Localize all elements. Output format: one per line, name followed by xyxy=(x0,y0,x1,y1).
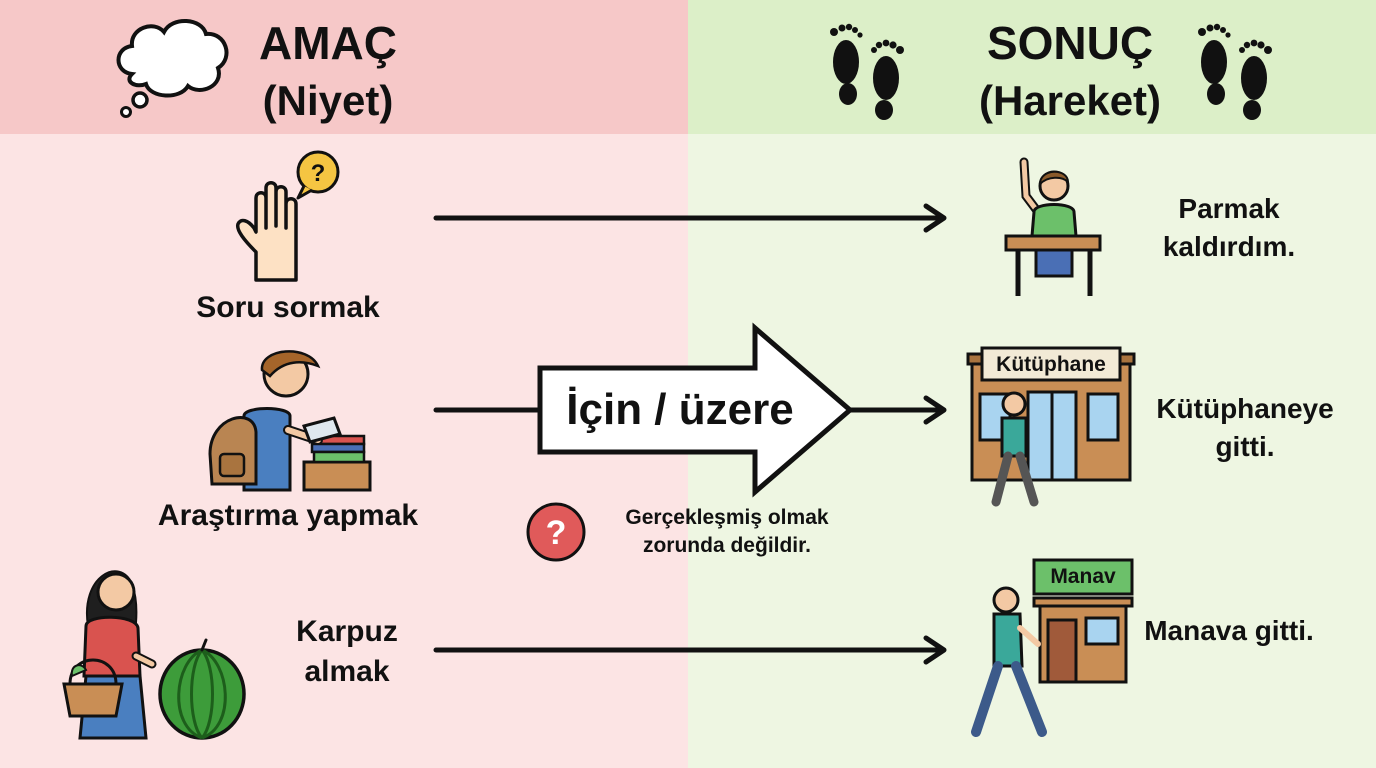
footprints-icon xyxy=(1198,23,1272,120)
big-block-arrow xyxy=(537,322,854,498)
result-subtitle: (Hareket) xyxy=(978,77,1162,124)
purpose-label-3: Karpuz almak xyxy=(296,615,398,688)
thought-bubble-icon xyxy=(116,18,229,118)
result-label-1: Parmak kaldırdım. xyxy=(1162,193,1296,262)
purpose-subtitle: (Niyet) xyxy=(262,77,394,124)
result-label-3: Manava gitti. xyxy=(1144,615,1314,646)
result-label-2: Kütüphaneye gitti. xyxy=(1156,393,1334,462)
connector-label: İçin / üzere xyxy=(566,385,794,434)
purpose-header xyxy=(0,0,688,134)
woman-with-basket-illustration xyxy=(62,570,246,740)
question-mark-icon: ? xyxy=(526,502,586,562)
library-building-illustration xyxy=(966,346,1136,507)
svg-text:?: ? xyxy=(546,514,567,552)
result-title: SONUÇ xyxy=(986,17,1154,69)
library-sign: Kütüphane xyxy=(996,353,1106,376)
student-raising-hand-illustration xyxy=(1004,157,1102,296)
purpose-label-2: Araştırma yapmak xyxy=(157,499,419,532)
purpose-title: AMAÇ xyxy=(259,17,397,69)
greengrocer-sign: Manav xyxy=(1050,565,1116,588)
footprints-icon xyxy=(830,23,904,120)
purpose-label-1: Soru sormak xyxy=(196,291,380,324)
student-reading-illustration xyxy=(208,350,372,492)
raised-hand-icon: ? xyxy=(235,150,340,282)
connector-note: Gerçekleşmiş olmak zorunda değildir. xyxy=(625,506,829,557)
svg-text:?: ? xyxy=(311,160,326,187)
greengrocer-shop-illustration xyxy=(971,558,1134,737)
